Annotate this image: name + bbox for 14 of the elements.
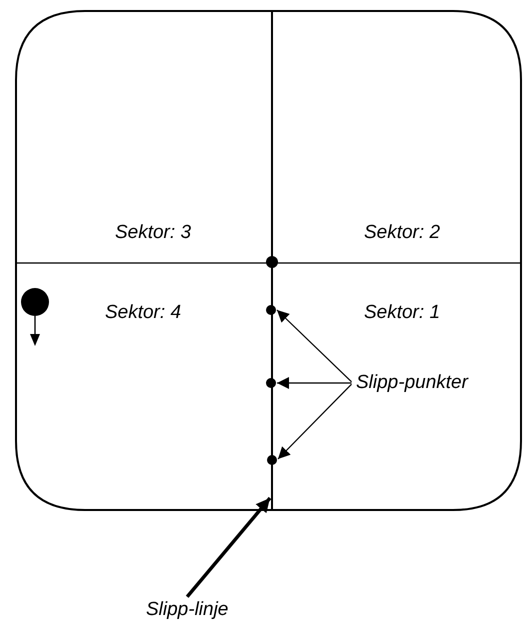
leader-line	[278, 384, 352, 460]
drop-point	[266, 378, 276, 388]
sector-label: Sektor: 2	[364, 221, 440, 245]
leader-line	[276, 310, 352, 382]
drop-line	[271, 11, 273, 510]
leader-line	[277, 377, 352, 389]
leader-line	[186, 496, 272, 598]
sector-label: Sektor: 3	[114, 221, 192, 245]
callout-text: Slipp-linje	[146, 598, 228, 622]
drop-point	[267, 455, 277, 465]
drop-point	[266, 305, 276, 315]
sector-label: Sektor: 4	[104, 301, 182, 325]
callout-text: Slipp-punkter	[356, 371, 468, 395]
sector-label: Sektor: 1	[364, 301, 440, 325]
